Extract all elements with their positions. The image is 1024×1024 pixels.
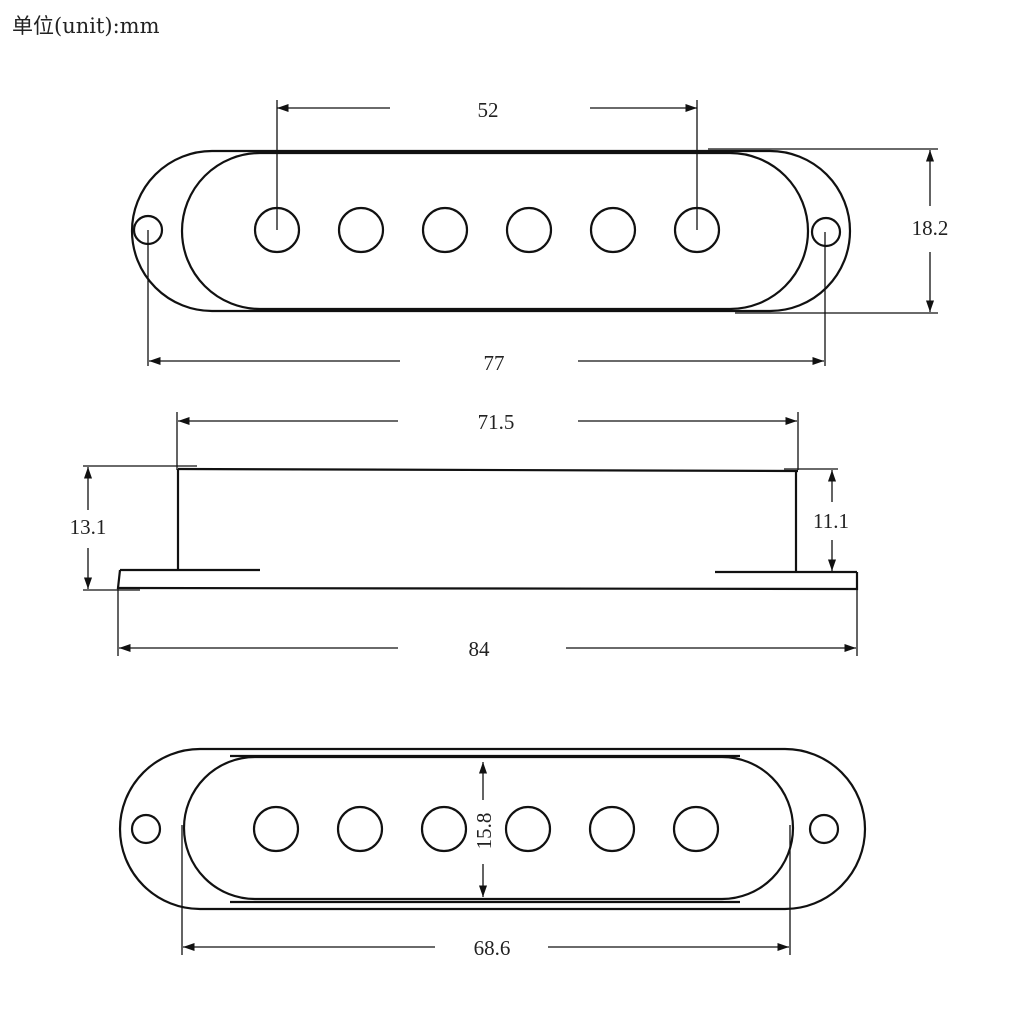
flange-outline xyxy=(130,149,852,313)
mounting-hole-right xyxy=(810,216,842,248)
bottom-view: 15.8 68.6 xyxy=(118,747,867,960)
dim-inner-length: 68.6 xyxy=(474,936,511,960)
mounting-hole-left xyxy=(130,813,162,845)
dim-mounting-hole-spacing: 77 xyxy=(484,351,505,375)
dim-width: 18.2 xyxy=(912,216,949,240)
dim-overall-length: 84 xyxy=(469,637,491,661)
dim-inner-width: 15.8 xyxy=(472,813,496,850)
pole-pieces xyxy=(252,805,720,853)
dim-top-length: 71.5 xyxy=(478,410,515,434)
dim-right-height: 11.1 xyxy=(813,509,849,533)
pole-pieces xyxy=(253,206,721,254)
flange-outline xyxy=(118,747,867,911)
mounting-hole-right xyxy=(808,813,840,845)
inner-cover-outline xyxy=(182,755,795,901)
unit-label: 单位(unit):mm xyxy=(12,14,160,38)
dim-left-height: 13.1 xyxy=(70,515,107,539)
cover-body-outline xyxy=(180,151,810,311)
side-view: 71.5 13.1 11.1 84 xyxy=(70,410,859,661)
top-view: 52 77 18.2 xyxy=(130,98,949,375)
dim-pole-spacing: 52 xyxy=(478,98,499,122)
